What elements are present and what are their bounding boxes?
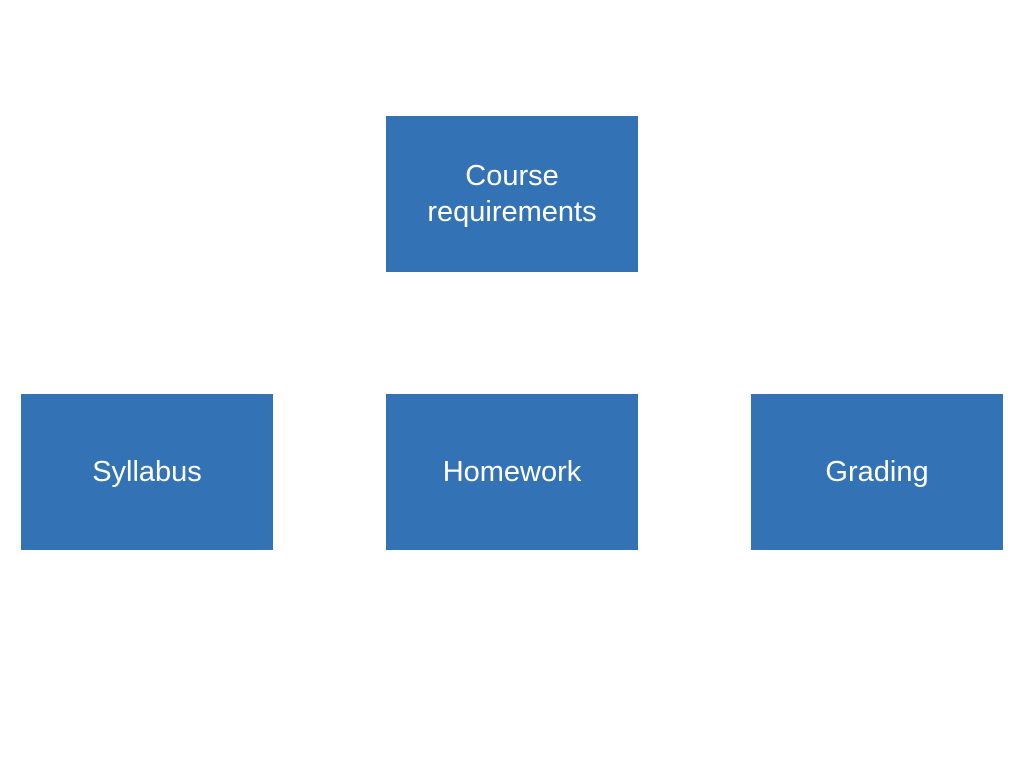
course-requirements-label: Course requirements <box>427 160 597 228</box>
course-requirements-box: Course requirements <box>386 116 638 272</box>
syllabus-box: Syllabus <box>21 394 273 550</box>
homework-box: Homework <box>386 394 638 550</box>
grading-label: Grading <box>825 456 929 488</box>
homework-label: Homework <box>442 456 582 488</box>
grading-box: Grading <box>751 394 1003 550</box>
syllabus-label: Syllabus <box>92 456 202 488</box>
